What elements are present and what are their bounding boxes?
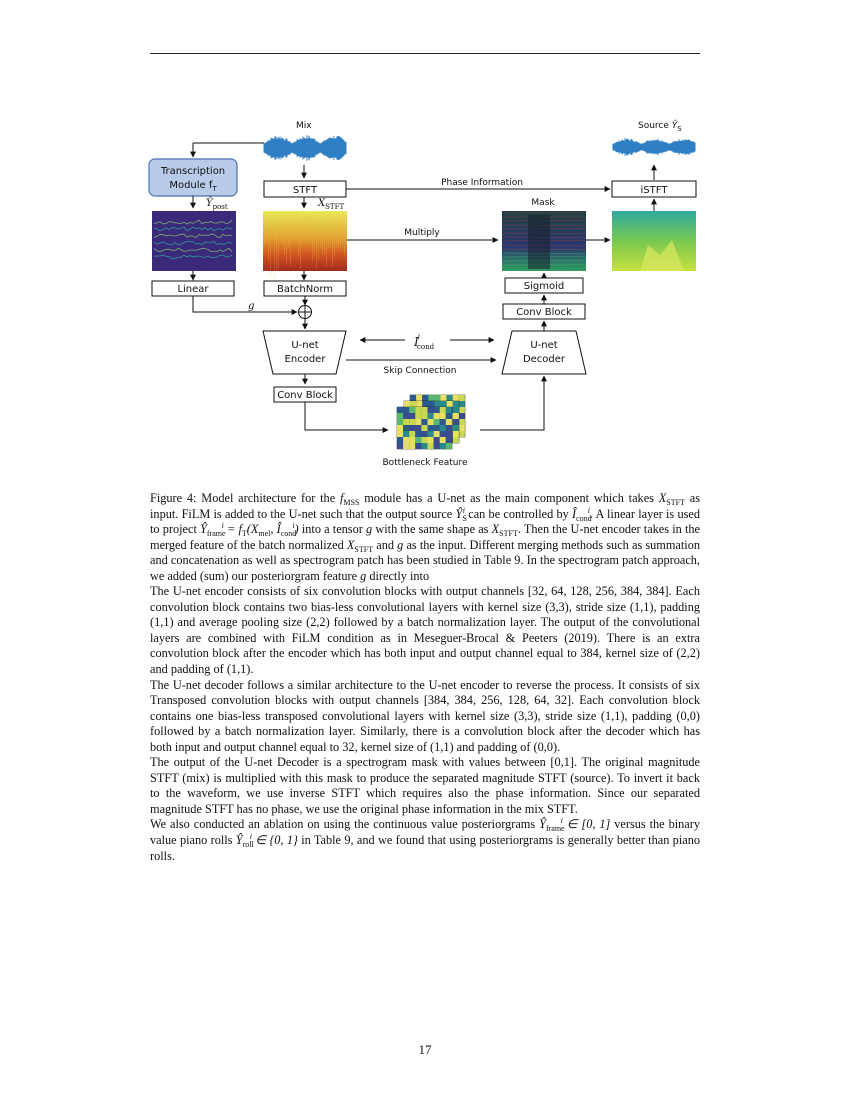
source-label: Source ŶS	[638, 119, 682, 133]
encoder-label: Encoder	[285, 354, 327, 365]
encoder-unet-label: U-net	[291, 340, 318, 351]
skip-connection-label: Skip Connection	[384, 366, 457, 376]
linear-label: Linear	[177, 284, 209, 295]
bottleneck-feature-maps	[396, 394, 466, 450]
g-label: g	[248, 301, 254, 312]
header-rule	[150, 53, 700, 54]
bottleneck-label: Bottleneck Feature	[382, 458, 468, 468]
paragraph-mask: The output of the U-net Decoder is a spe…	[150, 755, 700, 816]
sigmoid-label: Sigmoid	[524, 281, 564, 292]
multiply-label: Multiply	[404, 228, 440, 238]
transcription-label-2: Module fT	[169, 180, 217, 193]
body-text: Figure 4: Model architecture for the fMS…	[150, 491, 700, 864]
paragraph-ablation: We also conducted an ablation on using t…	[150, 816, 700, 863]
posteriorgram-image	[152, 211, 236, 271]
mix-spectrogram	[263, 211, 347, 271]
mix-label: Mix	[296, 121, 312, 131]
mask-label: Mask	[531, 198, 555, 208]
paragraph-decoder: The U-net decoder follows a similar arch…	[150, 677, 700, 754]
source-waveform	[612, 138, 696, 156]
figure-caption: Figure 4: Model architecture for the fMS…	[150, 491, 700, 583]
page-number: 17	[418, 1042, 432, 1057]
stft-label: STFT	[293, 185, 318, 196]
decoder-unet-label: U-net	[530, 340, 557, 351]
encoder-conv-block-label: Conv Block	[277, 390, 333, 401]
istft-label: iSTFT	[641, 185, 669, 196]
unet-decoder-shape	[501, 330, 587, 375]
decoder-label: Decoder	[523, 354, 566, 365]
x-stft-label: XSTFT	[317, 198, 344, 211]
transcription-label-1: Transcription	[160, 166, 225, 177]
mix-waveform	[263, 135, 347, 161]
paragraph-encoder: The U-net encoder consists of six convol…	[150, 584, 700, 677]
istft-box	[611, 180, 697, 198]
unet-encoder-shape	[262, 330, 347, 375]
y-post-label: Ŷpost	[206, 197, 228, 211]
decoder-conv-block-label: Conv Block	[516, 307, 572, 318]
batchnorm-label: BatchNorm	[277, 284, 333, 295]
phase-info-label: Phase Information	[441, 178, 523, 188]
architecture-figure: Mix Source ŶS Transcription Module fT Ŷp…	[148, 119, 697, 468]
